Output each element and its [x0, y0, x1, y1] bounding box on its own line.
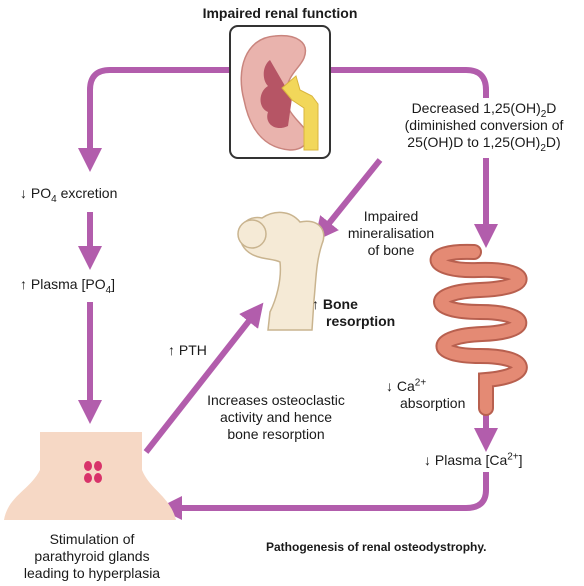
plasma-po4-label: ↑ Plasma [PO4] [20, 276, 116, 296]
parathyroid-gland [94, 473, 102, 483]
intestine-illustration [429, 243, 528, 416]
arrow-kidney-to-po4 [78, 67, 230, 172]
arrow-vitd-to-bone [314, 158, 383, 242]
arrow-parathyroid-to-bone [143, 302, 264, 454]
po4-excretion-label: ↓ PO4 excretion [20, 185, 118, 205]
femur-bone-illustration [237, 211, 325, 331]
impaired-mineralisation-label: Impaired mineralisation of bone [347, 208, 435, 258]
bone-resorption-label: ↑ Bone resorption [312, 296, 396, 329]
parathyroid-stimulation-label: Stimulation of parathyroid glands leadin… [23, 531, 161, 581]
parathyroid-gland [94, 461, 102, 471]
decreased-vitamin-d-label: Decreased 1,25(OH)2D (diminished convers… [404, 100, 564, 154]
plasma-ca-label: ↓ Plasma [Ca2+] [424, 451, 523, 468]
arrow-plasma-ca-to-parathyroid [158, 472, 489, 520]
ca-absorption-label: ↓ Ca2+ absorption [386, 377, 466, 411]
kidney-illustration [229, 25, 331, 159]
arrow-kidney-to-vitd [330, 67, 489, 98]
parathyroid-gland [84, 473, 92, 483]
diagram-title: Impaired renal function [202, 5, 358, 21]
parathyroid-gland [84, 461, 92, 471]
neck-illustration [4, 432, 176, 520]
pth-label: ↑ PTH [168, 342, 207, 358]
figure-caption: Pathogenesis of renal osteodystrophy. [266, 540, 487, 554]
osteoclastic-activity-label: Increases osteoclastic activity and henc… [207, 392, 345, 442]
